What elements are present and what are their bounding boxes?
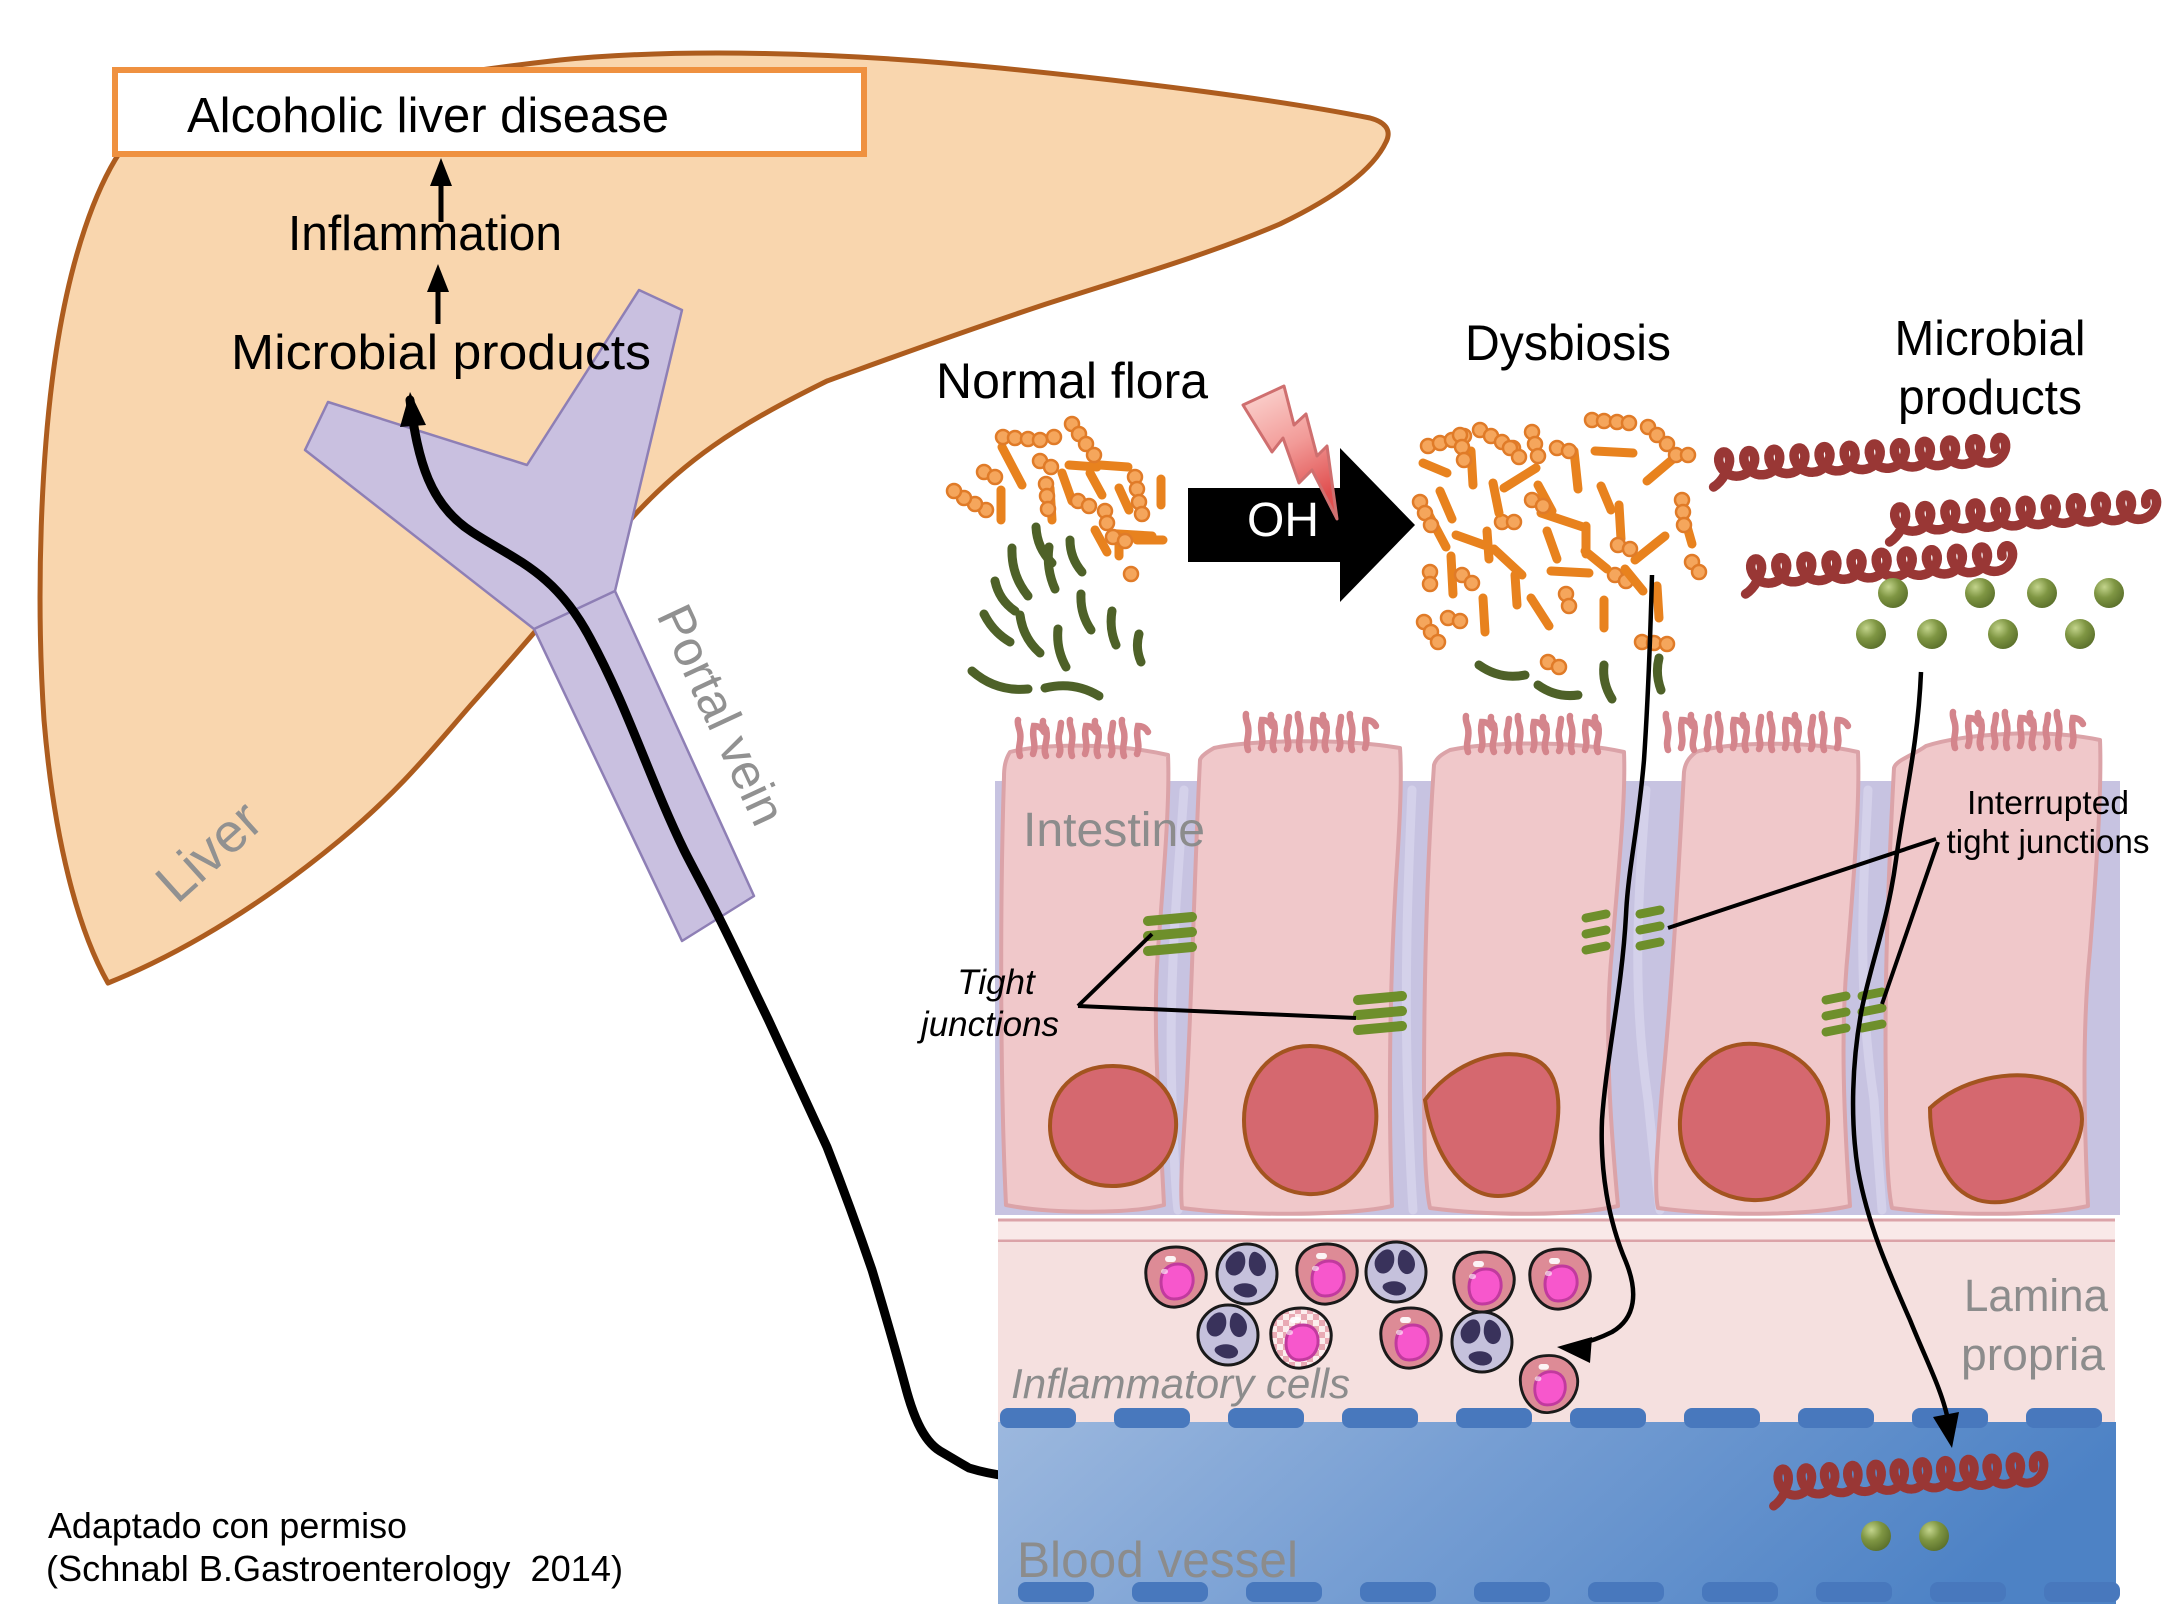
svg-text:junctions: junctions	[917, 1005, 1059, 1044]
svg-text:Adaptado con permiso: Adaptado con permiso	[48, 1505, 407, 1546]
svg-text:Dysbiosis: Dysbiosis	[1465, 315, 1671, 371]
svg-text:tight junctions: tight junctions	[1947, 823, 2150, 860]
svg-text:Interrupted: Interrupted	[1967, 784, 2129, 821]
svg-text:Microbial products: Microbial products	[231, 326, 651, 380]
svg-text:Normal flora: Normal flora	[936, 353, 1208, 409]
svg-text:Blood vessel: Blood vessel	[1017, 1532, 1298, 1588]
svg-text:Lamina: Lamina	[1964, 1270, 2109, 1321]
svg-text:Microbial: Microbial	[1895, 312, 2086, 366]
svg-text:products: products	[1898, 371, 2082, 425]
svg-text:Alcoholic liver disease: Alcoholic liver disease	[187, 89, 669, 143]
svg-text:(Schnabl B.Gastroenterology 2: (Schnabl B.Gastroenterology 2014)	[46, 1548, 623, 1589]
svg-text:Intestine: Intestine	[1023, 804, 1205, 857]
svg-text:OH: OH	[1247, 494, 1319, 547]
svg-text:Tight: Tight	[957, 963, 1036, 1002]
svg-text:propria: propria	[1961, 1329, 2106, 1380]
svg-text:Inflammation: Inflammation	[288, 207, 562, 261]
